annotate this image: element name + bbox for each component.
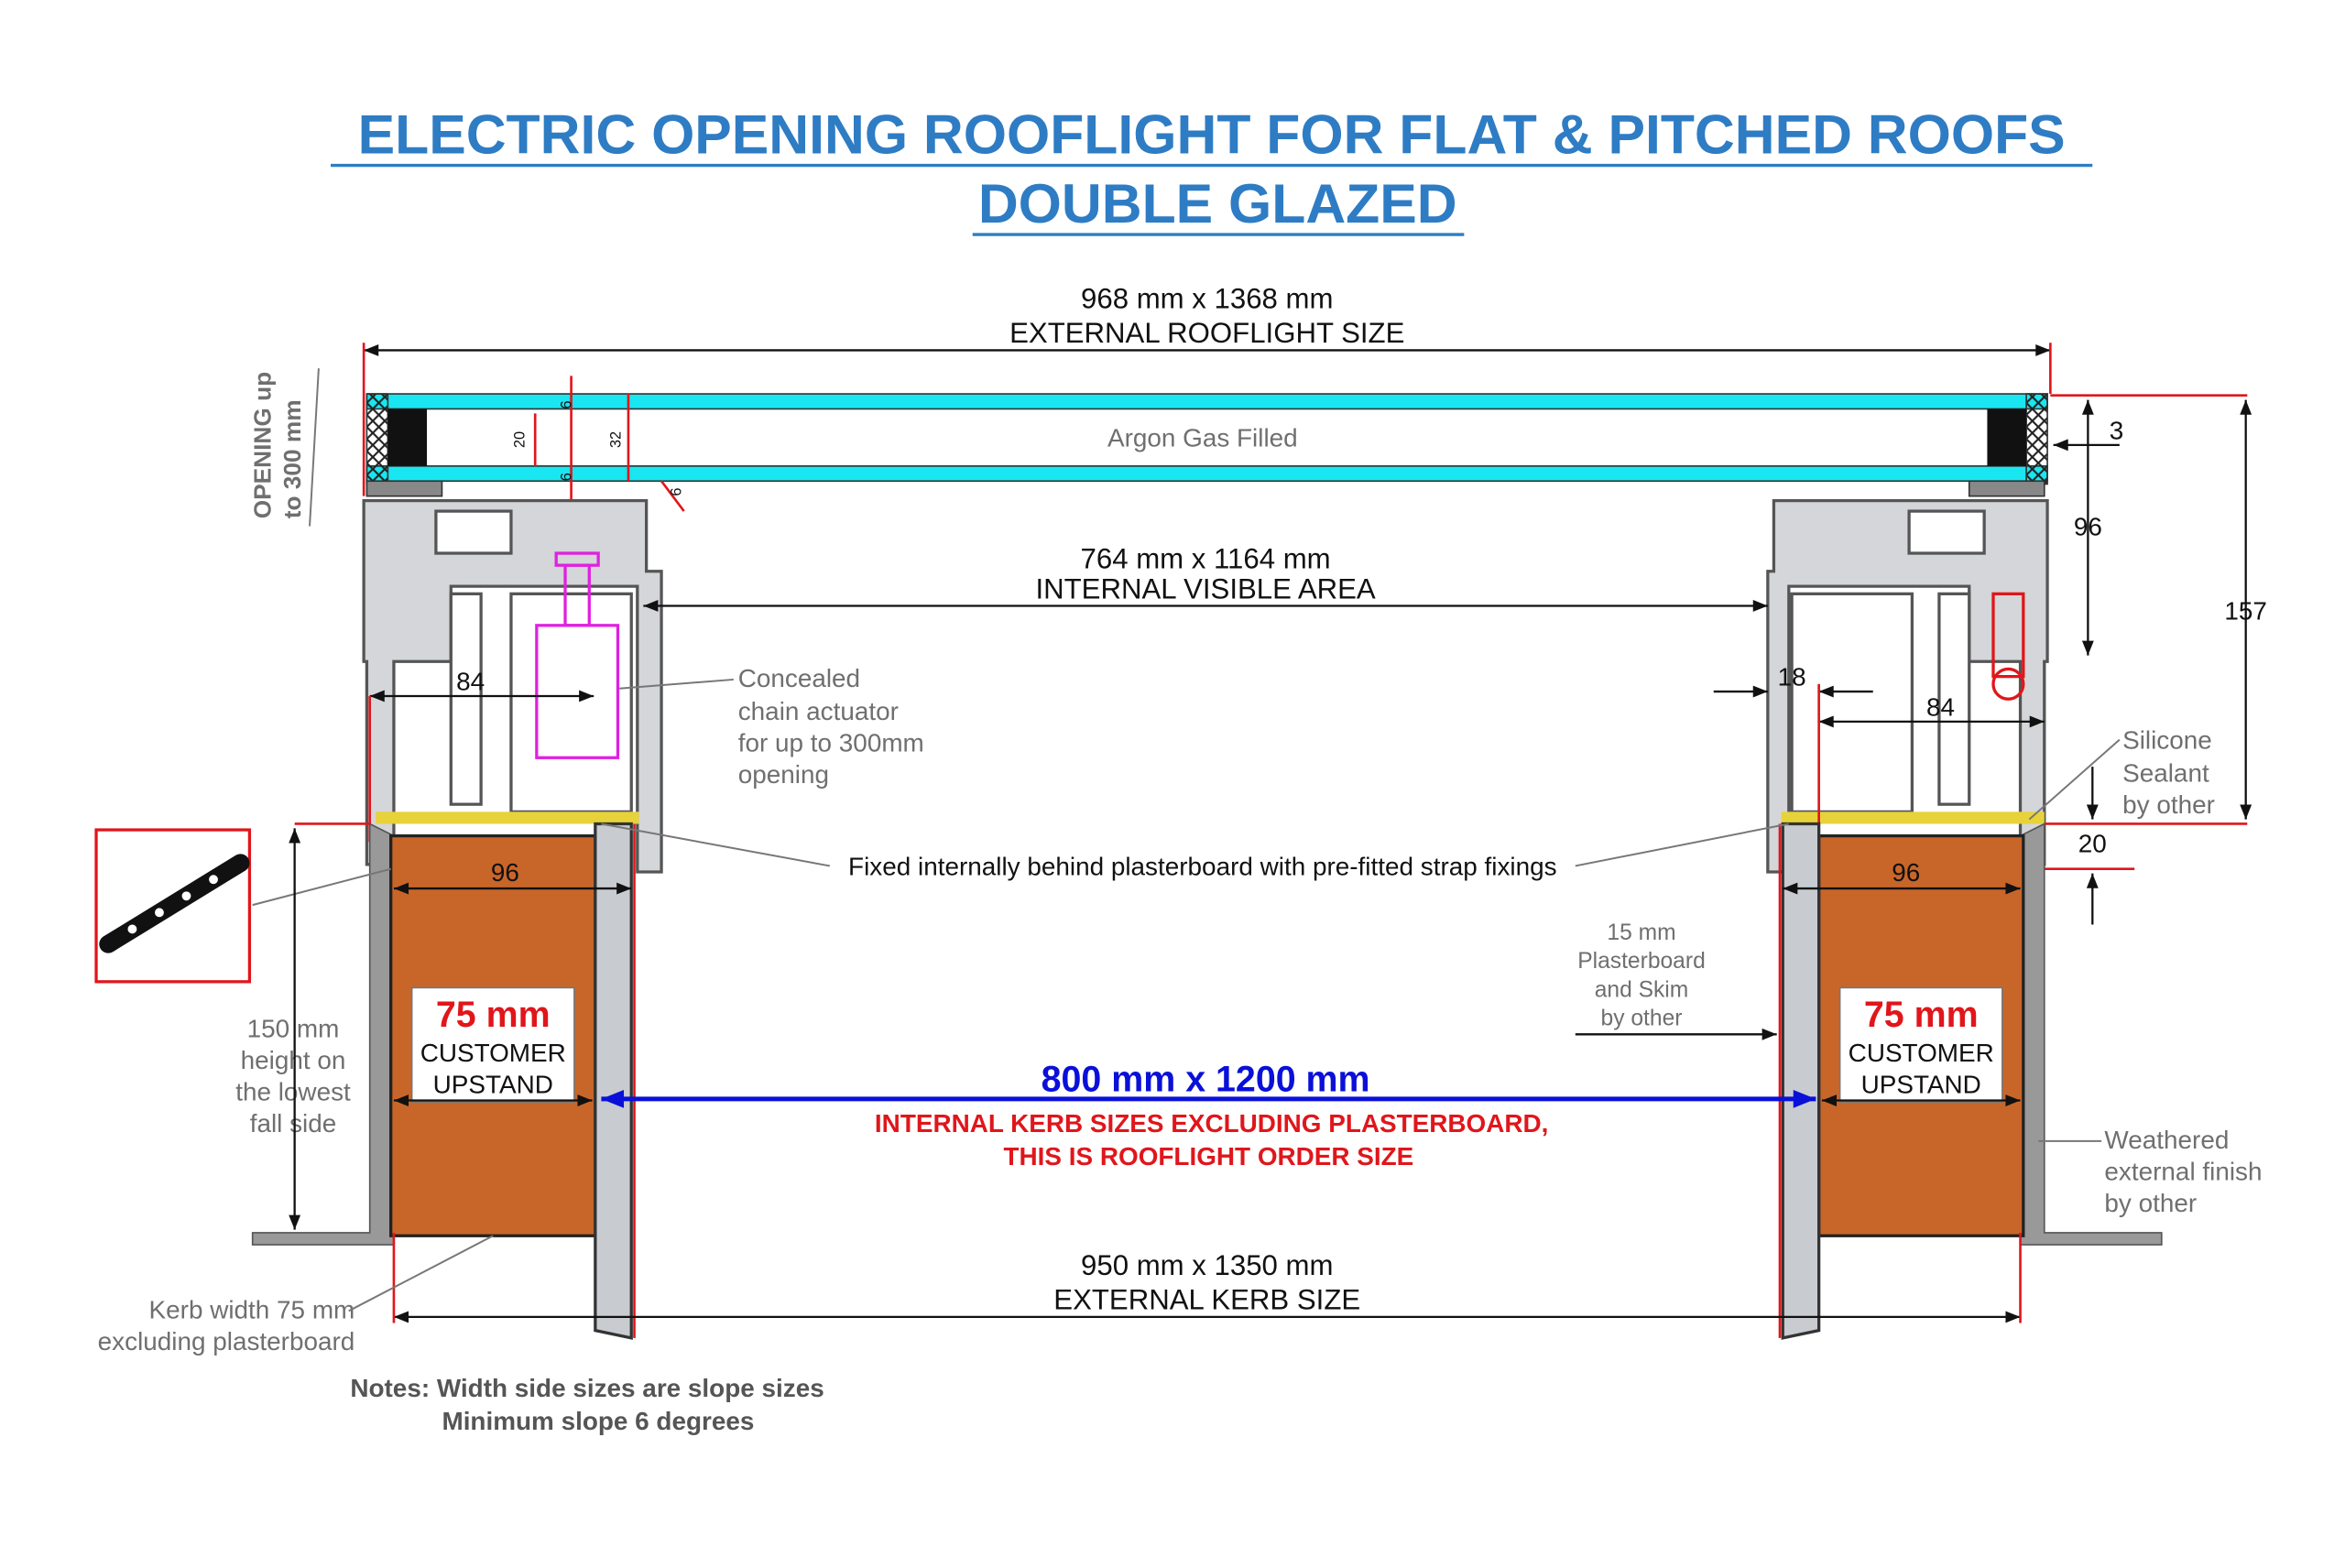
svg-text:excluding plasterboard: excluding plasterboard xyxy=(98,1327,355,1356)
external-rooflight-label: EXTERNAL ROOFLIGHT SIZE xyxy=(1009,317,1404,349)
external-kerb-label: EXTERNAL KERB SIZE xyxy=(1053,1284,1360,1316)
right-hinge-icon xyxy=(1991,592,2025,701)
svg-text:by other: by other xyxy=(2104,1189,2197,1217)
glazing-dimensions: 6 20 32 6 6 xyxy=(512,376,685,512)
svg-text:to 300 mm: to 300 mm xyxy=(278,399,306,518)
internal-kerb-line2: THIS IS ROOFLIGHT ORDER SIZE xyxy=(1003,1142,1413,1171)
svg-text:and Skim: and Skim xyxy=(1595,977,1689,1002)
svg-text:OPENING up: OPENING up xyxy=(248,372,276,518)
right-kerb-dim: 96 xyxy=(1892,858,1920,887)
svg-text:75 mm: 75 mm xyxy=(1864,995,1979,1035)
right-3-dim: 3 xyxy=(2110,416,2124,444)
right-18-dim: 18 xyxy=(1778,662,1806,691)
svg-text:CUSTOMER: CUSTOMER xyxy=(1849,1039,1994,1067)
left-frame-profile xyxy=(362,498,663,874)
svg-text:15 mm: 15 mm xyxy=(1607,920,1675,945)
kerb-width-label: Kerb width 75 mm excluding plasterboard xyxy=(98,1296,355,1356)
height-note: 150 mm height on the lowest fall side xyxy=(235,1015,351,1138)
svg-text:the lowest: the lowest xyxy=(235,1078,351,1106)
svg-text:75 mm: 75 mm xyxy=(436,995,551,1035)
svg-text:Concealed: Concealed xyxy=(738,664,860,692)
svg-text:Weathered: Weathered xyxy=(2104,1126,2229,1154)
svg-text:Sealant: Sealant xyxy=(2122,759,2209,788)
external-kerb-size: 950 mm x 1350 mm xyxy=(1081,1249,1333,1281)
svg-text:UPSTAND: UPSTAND xyxy=(1861,1070,1981,1098)
right-frame-profile xyxy=(1766,498,2049,874)
svg-text:Notes: Width side sizes are sl: Notes: Width side sizes are slope sizes xyxy=(350,1374,823,1402)
svg-text:chain actuator: chain actuator xyxy=(738,697,899,725)
svg-text:150 mm: 150 mm xyxy=(247,1015,340,1043)
title-line-1: ELECTRIC OPENING ROOFLIGHT FOR FLAT & PI… xyxy=(358,103,2066,165)
svg-text:6: 6 xyxy=(559,400,575,408)
right-157-dim: 157 xyxy=(2224,596,2267,625)
notes: Notes: Width side sizes are slope sizes … xyxy=(350,1374,823,1435)
weathered-label: Weathered external finish by other xyxy=(2104,1126,2262,1217)
silicone-label: Silicone Sealant by other xyxy=(2122,725,2215,819)
left-upstand-label: 75 mm CUSTOMER UPSTAND xyxy=(410,986,575,1103)
svg-text:height on: height on xyxy=(241,1046,346,1074)
title-line-2: DOUBLE GLAZED xyxy=(978,172,1457,234)
left-kerb-dim: 96 xyxy=(491,858,519,887)
argon-gas-label: Argon Gas Filled xyxy=(1107,423,1298,452)
internal-visible-label: INTERNAL VISIBLE AREA xyxy=(1035,572,1375,604)
svg-text:UPSTAND: UPSTAND xyxy=(433,1070,553,1098)
svg-text:fall side: fall side xyxy=(250,1109,337,1138)
actuator-label: Concealed chain actuator for up to 300mm… xyxy=(738,664,924,789)
svg-text:opening: opening xyxy=(738,760,829,789)
svg-text:for up to 300mm: for up to 300mm xyxy=(738,729,924,757)
svg-text:20: 20 xyxy=(512,431,529,448)
svg-text:Silicone: Silicone xyxy=(2122,725,2212,754)
svg-text:CUSTOMER: CUSTOMER xyxy=(420,1039,566,1067)
svg-text:Minimum slope 6 degrees: Minimum slope 6 degrees xyxy=(442,1407,754,1435)
svg-text:6: 6 xyxy=(559,473,575,481)
opening-label: OPENING up to 300 mm xyxy=(248,372,306,518)
right-upstand-label: 75 mm CUSTOMER UPSTAND xyxy=(1838,986,2003,1103)
internal-kerb-line1: INTERNAL KERB SIZES EXCLUDING PLASTERBOA… xyxy=(875,1109,1548,1138)
strap-fixing-label: Fixed internally behind plasterboard wit… xyxy=(848,852,1557,880)
svg-text:by other: by other xyxy=(2122,790,2215,819)
right-frame-dim: 84 xyxy=(1926,692,1955,721)
svg-text:Plasterboard: Plasterboard xyxy=(1577,949,1706,974)
external-rooflight-size: 968 mm x 1368 mm xyxy=(1081,282,1333,314)
right-20-dim: 20 xyxy=(2078,830,2107,858)
internal-visible-size: 764 mm x 1164 mm xyxy=(1081,542,1331,574)
svg-text:6: 6 xyxy=(668,488,684,496)
right-96-dim: 96 xyxy=(2074,512,2102,540)
internal-kerb-size: 800 mm x 1200 mm xyxy=(1042,1060,1370,1100)
strap-fixing-detail xyxy=(94,828,252,984)
svg-text:by other: by other xyxy=(1601,1006,1683,1030)
svg-text:external finish: external finish xyxy=(2104,1158,2262,1186)
left-frame-dim: 84 xyxy=(456,667,485,695)
plasterboard-label: 15 mm Plasterboard and Skim by other xyxy=(1577,920,1706,1031)
svg-text:32: 32 xyxy=(608,431,625,448)
double-glazed-unit xyxy=(365,393,2048,497)
svg-text:Kerb width 75 mm: Kerb width 75 mm xyxy=(149,1296,355,1324)
